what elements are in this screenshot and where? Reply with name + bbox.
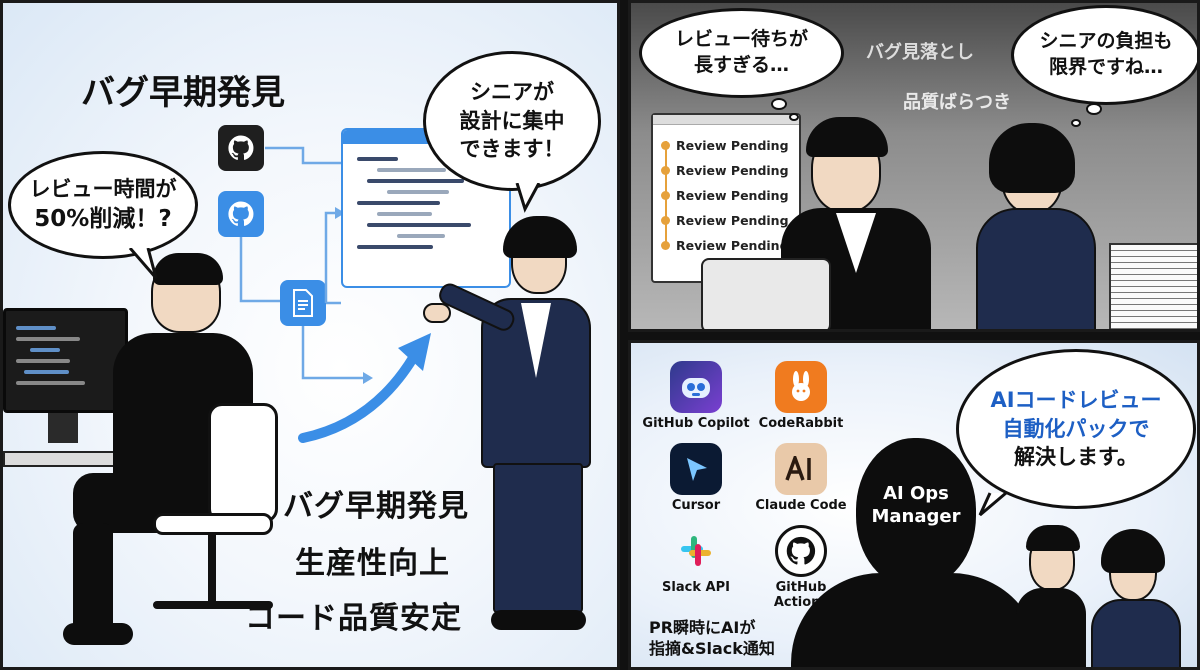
cursor-icon xyxy=(670,443,722,495)
slack-icon xyxy=(670,525,722,577)
tool-slack: Slack API xyxy=(646,525,746,596)
colleague-man-hair xyxy=(1026,525,1080,551)
copilot-icon xyxy=(670,361,722,413)
review-item: Review Pending xyxy=(661,208,791,233)
woman-hand xyxy=(423,303,451,323)
manager-head xyxy=(856,438,976,588)
bubble-senior-line3: できます！ xyxy=(459,137,565,162)
tool-label-coderabbit: CodeRabbit xyxy=(758,416,844,431)
thought-dot xyxy=(1071,119,1081,127)
chair xyxy=(208,403,278,523)
chair-seat xyxy=(153,513,273,535)
bubble-senior-tail xyxy=(515,183,541,213)
manager-body xyxy=(791,573,1041,667)
bubble-wait-line1: レビュー待ちが xyxy=(674,28,808,51)
github-dark-icon xyxy=(218,125,264,171)
review-pending-board: Review Pending Review Pending Review Pen… xyxy=(651,113,801,283)
github-blue-icon xyxy=(218,191,264,237)
caption-line2: 指摘&Slack通知 xyxy=(649,638,775,658)
bubble-solution-line3: 解決します。 xyxy=(1014,445,1138,470)
monitor-stand xyxy=(48,413,78,443)
bubble-solution-line1: AIコードレビュー xyxy=(990,388,1162,413)
benefit-2: 生産性向上 xyxy=(295,546,450,581)
colleague-woman-hair xyxy=(1101,529,1165,573)
bubble-burden: シニアの負担も 限界ですね… xyxy=(1011,5,1197,105)
bubble-senior-focus: シニアが 設計に集中 できます！ xyxy=(423,51,601,191)
floating-text-quality: 品質ばらつき xyxy=(903,92,1011,113)
bubble-solution-tail xyxy=(978,491,1007,517)
chair-post xyxy=(208,533,216,603)
panel-heading: バグ早期発見 xyxy=(81,73,285,113)
floating-text-bugs: バグ見落とし xyxy=(866,42,974,63)
review-item: Review Pending xyxy=(661,133,791,158)
thought-dot xyxy=(1086,103,1102,115)
bubble-review-time: レビュー時間が 50%削減！? xyxy=(8,151,198,259)
tool-coderabbit: CodeRabbit xyxy=(741,361,861,432)
pending-dot-icon xyxy=(661,241,670,250)
tool-copilot: GitHub Copilot xyxy=(636,361,756,432)
bubble-burden-line1: シニアの負担も xyxy=(1039,30,1173,53)
bubble-solution-line2: 自動化パックで xyxy=(1002,416,1150,441)
tool-label-copilot: GitHub Copilot xyxy=(642,416,750,431)
worried-woman-suit xyxy=(976,208,1096,329)
benefit-3: コード品質安定 xyxy=(245,601,462,636)
github-actions-icon xyxy=(775,525,827,577)
bubble-wait: レビュー待ちが 長すぎる… xyxy=(639,8,844,98)
bubble-senior-line1: シニアが xyxy=(470,80,554,105)
bubble-solution: AIコードレビュー 自動化パックで 解決します。 xyxy=(956,349,1196,509)
tool-claude: Claude Code xyxy=(741,443,861,514)
bubble-solution-line2-wrap: 自動化パックで xyxy=(990,415,1161,443)
worried-woman-hair xyxy=(989,123,1075,193)
tool-label-slack: Slack API xyxy=(662,580,730,595)
manager-label-line1: AI Ops xyxy=(883,483,949,504)
benefit-1: バグ早期発見 xyxy=(283,489,469,524)
bubble-burden-line2: 限界ですね… xyxy=(1048,56,1163,78)
bubble-review-time-line2: 50%削減！? xyxy=(34,205,172,232)
tool-label-claude: Claude Code xyxy=(755,498,847,513)
laptop xyxy=(701,258,831,329)
left-panel: バグ早期発見 xyxy=(0,0,620,670)
review-item: Review Pending xyxy=(661,183,791,208)
tool-github-actions: GitHub Actions xyxy=(751,525,851,611)
man-hair xyxy=(153,253,223,285)
review-item: Review Pending xyxy=(661,233,791,258)
thought-dot xyxy=(789,113,799,121)
bubble-review-time-tail xyxy=(128,248,158,279)
woman-pants xyxy=(493,463,583,613)
man-shoe xyxy=(63,623,133,645)
monitor xyxy=(3,308,128,413)
woman-shoes xyxy=(491,610,586,630)
manager-label-line2: Manager xyxy=(871,505,961,527)
tool-label-cursor: Cursor xyxy=(671,498,721,513)
chair-base xyxy=(153,601,273,609)
caption: PR瞬時にAIが 指摘&Slack通知 xyxy=(649,618,775,660)
colleague-woman-suit xyxy=(1091,599,1181,667)
colleague-man-suit xyxy=(1016,588,1086,667)
bubble-wait-line2: 長すぎる… xyxy=(693,54,789,76)
thought-dot xyxy=(771,98,787,110)
worried-man-hair xyxy=(806,117,888,157)
caption-line1: PR瞬時にAIが xyxy=(649,618,756,637)
bottom-right-panel: GitHub Copilot CodeRabbit Cursor Claude … xyxy=(628,340,1200,670)
manager-label: AI Ops Manager xyxy=(856,483,976,528)
tool-cursor: Cursor xyxy=(646,443,746,514)
review-item: Review Pending xyxy=(661,158,791,183)
bubble-senior-line2: 設計に集中 xyxy=(459,108,565,133)
document-icon xyxy=(280,280,326,326)
claude-icon xyxy=(775,443,827,495)
woman-hair xyxy=(503,216,577,258)
coderabbit-icon xyxy=(775,361,827,413)
bubble-review-time-line1: レビュー時間が xyxy=(29,177,177,202)
top-right-panel: Review Pending Review Pending Review Pen… xyxy=(628,0,1200,332)
paper-stack xyxy=(1109,243,1197,329)
